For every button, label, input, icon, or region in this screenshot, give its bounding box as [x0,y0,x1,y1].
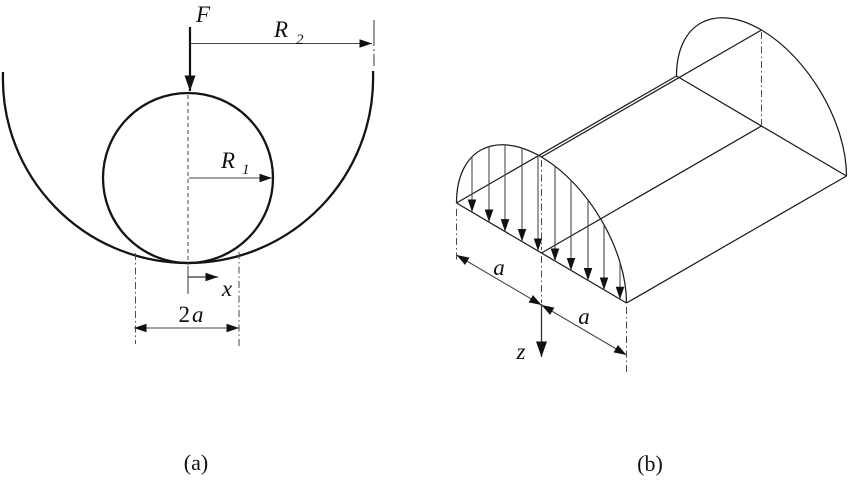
r2-label: R [273,17,288,42]
right-base-edge-line [626,175,847,304]
caption-a: (a) [184,450,208,475]
dim-a-left-label: a [493,255,505,280]
caption-b: (b) [637,451,663,476]
x-axis-label: x [221,276,233,301]
force-label: F [195,2,211,27]
r1-label: R [220,148,235,173]
z-axis-label: z [516,339,526,364]
ridge-line [541,29,762,158]
r2-subscript: 2 [296,32,304,48]
contact-width-label: 2a [179,302,204,327]
r1-subscript: 1 [242,162,250,178]
dim-a-right-line [541,304,627,356]
left-edge-line [456,75,677,204]
base-centerline [541,125,762,254]
panel-a: F R 2 R 1 x 2a (a) [1,2,375,475]
dim-a-left-line [456,254,542,306]
pressure-arrows [467,144,625,300]
back-face-arc [677,0,847,176]
panel-b: a a z (b) [457,0,847,476]
dim-a-right-label: a [578,304,590,329]
